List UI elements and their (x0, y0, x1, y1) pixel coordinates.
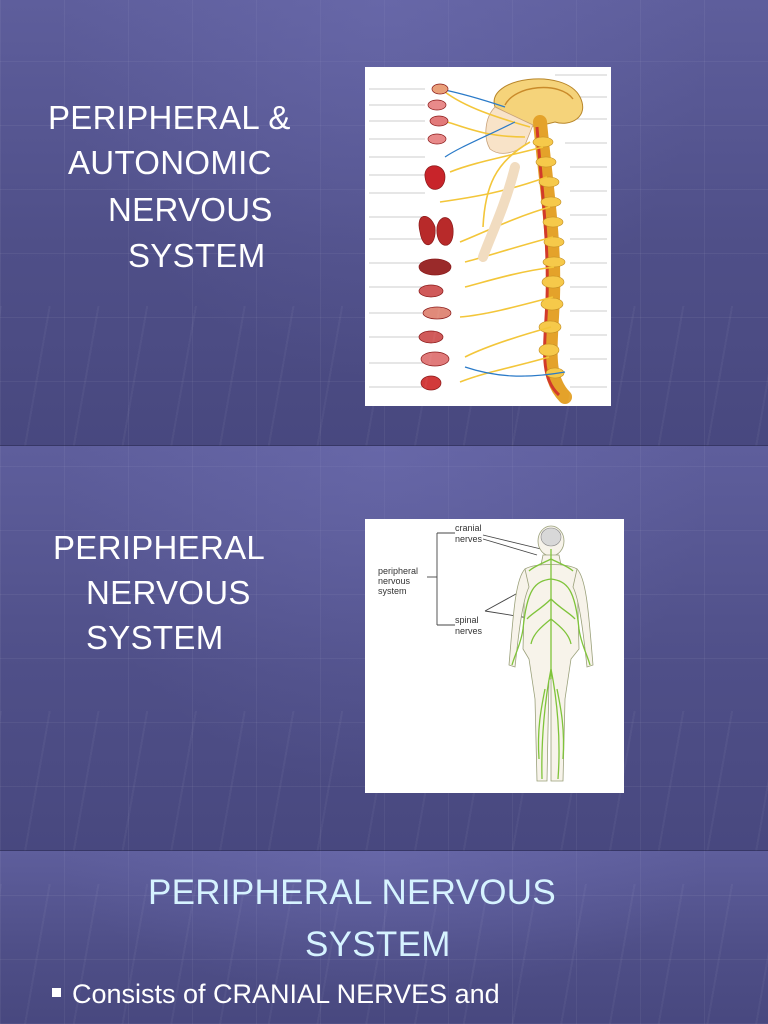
label-spinal: spinal (455, 615, 479, 625)
slide1-title-line-2: AUTONOMIC (68, 144, 272, 181)
peripheral-nervous-system-diagram: cranial nerves peripheral nervous system… (365, 519, 624, 793)
slide1-title-line-3: NERVOUS (108, 191, 273, 228)
label-peripheral-system: system (378, 586, 407, 596)
label-peripheral: peripheral (378, 566, 418, 576)
slide1-title-line-1: PERIPHERAL & (48, 99, 291, 136)
slide2-title-line-2: NERVOUS (86, 574, 251, 611)
bullet-point: Consists of CRANIAL NERVES and (52, 979, 500, 1010)
autonomic-diagram-illustration (369, 74, 607, 404)
slide2-title-line-3: SYSTEM (86, 619, 224, 656)
autonomic-nervous-system-diagram (365, 67, 611, 406)
pns-body-illustration: cranial nerves peripheral nervous system… (378, 523, 594, 782)
slide2-title-line-1: PERIPHERAL (53, 529, 266, 566)
slide3-title-line-2: SYSTEM (305, 925, 451, 964)
label-peripheral-nervous: nervous (378, 576, 411, 586)
label-cranial: cranial (455, 523, 482, 533)
slide-peripheral-autonomic: PERIPHERAL & AUTONOMIC NERVOUS SYSTEM (0, 0, 768, 446)
label-cranial-nerves: nerves (455, 534, 483, 544)
slide-peripheral-nervous-system: PERIPHERAL NERVOUS SYSTEM cranial nerves… (0, 446, 768, 851)
slide3-title-line-1: PERIPHERAL NERVOUS (148, 873, 557, 912)
slide-pns-definition: PERIPHERAL NERVOUS SYSTEM Consists of CR… (0, 851, 768, 1024)
bullet-text: Consists of CRANIAL NERVES and (72, 979, 500, 1009)
label-spinal-nerves: nerves (455, 626, 483, 636)
slide1-title-line-4: SYSTEM (128, 237, 266, 274)
bullet-square-icon (52, 988, 61, 998)
